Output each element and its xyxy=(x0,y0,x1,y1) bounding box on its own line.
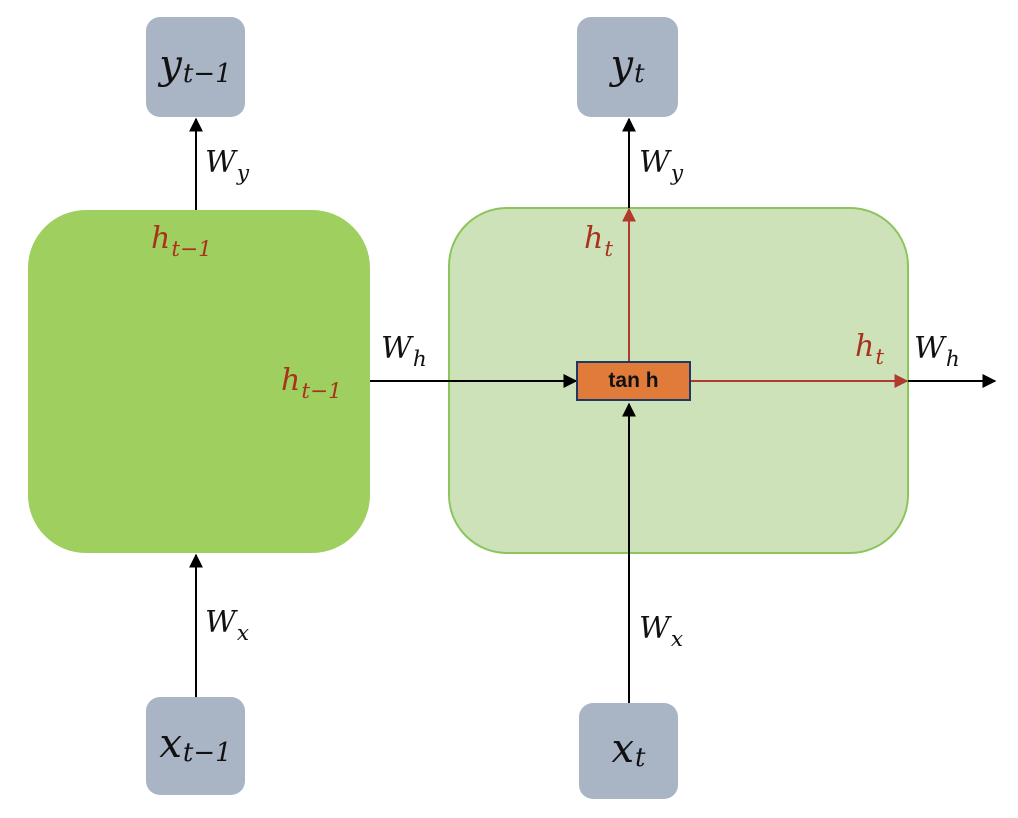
input-box-prev xyxy=(146,697,245,795)
output-box-prev xyxy=(146,17,245,117)
weight-wx-right: Wx xyxy=(639,611,684,652)
hidden-label-ht-right: ht xyxy=(855,329,885,370)
previous-cell xyxy=(28,210,370,553)
output-box-current xyxy=(577,17,678,117)
input-box-current xyxy=(579,703,678,799)
hidden-label-ht-up: ht xyxy=(584,221,614,262)
hidden-label-prev-side: ht−1 xyxy=(281,363,342,404)
hidden-label-prev-top: ht−1 xyxy=(151,221,212,262)
weight-wh-mid: Wh xyxy=(381,331,427,372)
tanh-activation-box xyxy=(576,361,691,401)
weight-wh-right: Wh xyxy=(914,331,960,372)
weight-wy-right: Wy xyxy=(639,145,684,186)
weight-wy-left: Wy xyxy=(205,145,250,186)
weight-wx-left: Wx xyxy=(205,605,250,646)
tanh-label: tan h xyxy=(608,369,659,392)
